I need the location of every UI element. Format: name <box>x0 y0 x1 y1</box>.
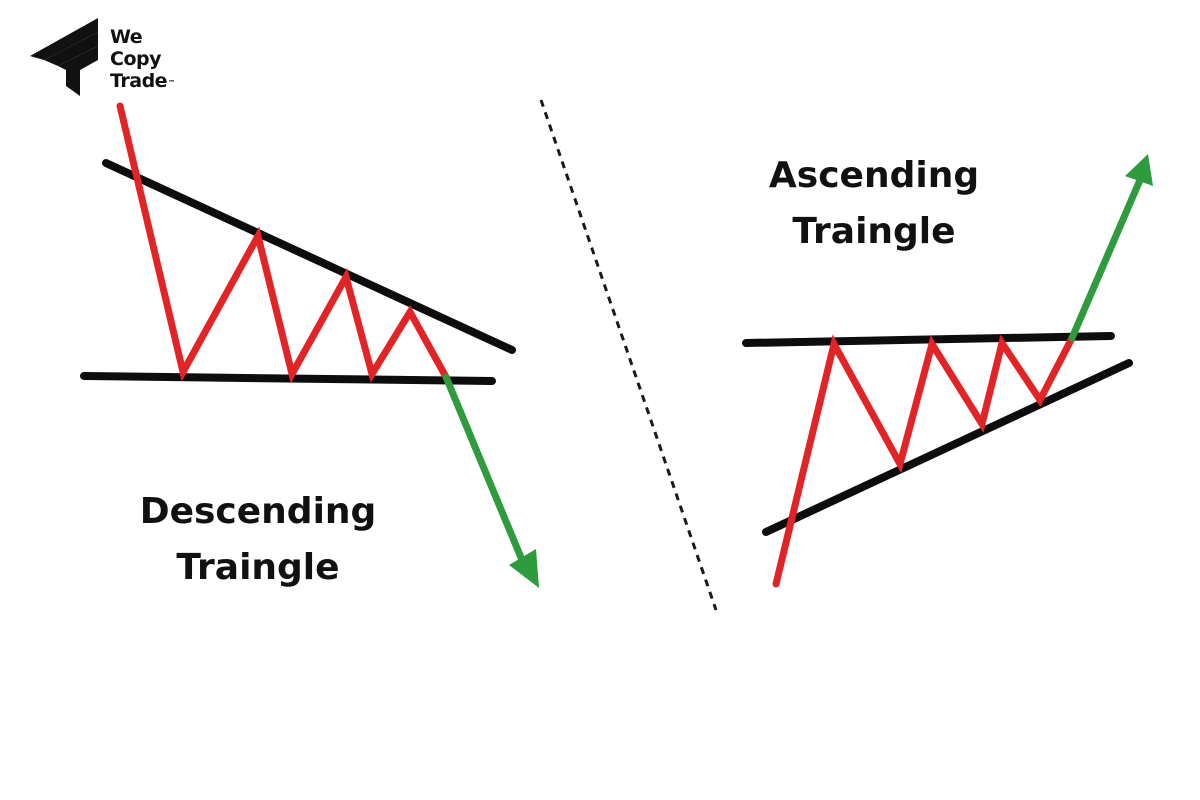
ascending-triangle-label: Ascending Traingle <box>724 148 1024 260</box>
descending-triangle-label: Descending Traingle <box>108 484 408 596</box>
ascending-resistance-line <box>742 332 1115 347</box>
brand-word-we: We <box>110 26 143 48</box>
stacked-chevron-arrow-icon <box>30 18 98 96</box>
descending-price-path <box>116 102 450 384</box>
ascending-label-line2: Traingle <box>792 211 956 252</box>
descending-breakdown-shaft <box>442 373 526 564</box>
ascending-label-line1: Ascending <box>768 155 980 196</box>
descending-support-line <box>80 372 496 385</box>
ascending-price-path <box>772 334 1076 588</box>
descending-label-line2: Traingle <box>176 547 340 588</box>
descending-resistance-line <box>102 159 516 354</box>
descending-label-line1: Descending <box>139 491 377 532</box>
brand-word-trade-text: Trade <box>110 70 168 92</box>
ascending-breakout-shaft <box>1068 176 1144 342</box>
divider-dashed-line <box>539 99 718 611</box>
ascending-support-line <box>762 359 1133 536</box>
brand-word-copy: Copy <box>110 48 161 70</box>
brand-wordmark: We Copy Trade™ <box>110 26 210 92</box>
brand-word-trade: Trade™ <box>110 70 210 92</box>
descending-triangle-pattern <box>80 102 539 588</box>
arrow-up-right-icon <box>1125 154 1153 186</box>
arrow-down-right-icon <box>509 549 539 588</box>
ascending-triangle-pattern <box>742 154 1153 588</box>
trademark-symbol: ™ <box>168 79 175 87</box>
